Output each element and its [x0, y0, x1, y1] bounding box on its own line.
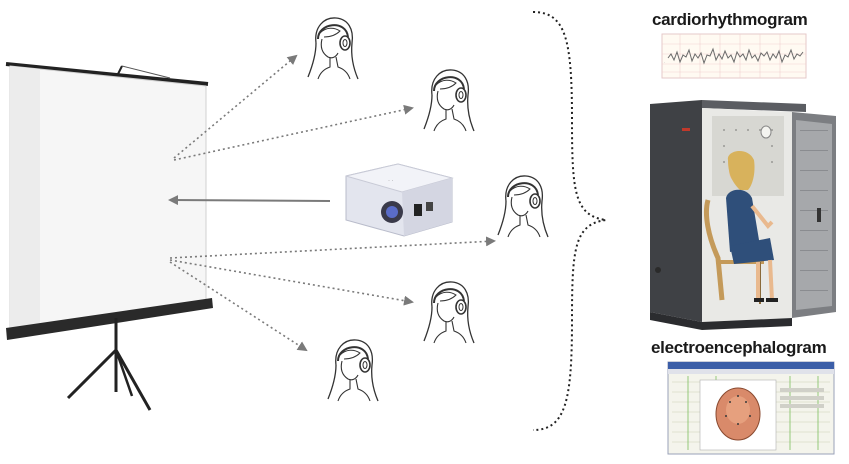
- listener-1: [306, 16, 360, 81]
- svg-text:·: ·: [664, 60, 665, 65]
- projection-screen: [5, 62, 213, 411]
- listener-4: [422, 280, 476, 345]
- svg-text:· ·: · ·: [388, 178, 394, 184]
- listener-3: [496, 174, 550, 239]
- projector: · ·: [345, 163, 454, 237]
- cardiorhythmogram-label: cardiorhythmogram: [652, 10, 808, 29]
- cardio-trace: ·: [661, 33, 807, 79]
- grouping-brace: [532, 11, 607, 431]
- sound-arrows: [169, 54, 496, 352]
- listener-5: [326, 338, 380, 403]
- electroencephalogram-label: electroencephalogram: [651, 338, 827, 357]
- eeg-window: [667, 361, 835, 455]
- projection-arrow: [168, 195, 331, 206]
- isolation-booth: [650, 100, 836, 330]
- listener-2: [422, 68, 476, 133]
